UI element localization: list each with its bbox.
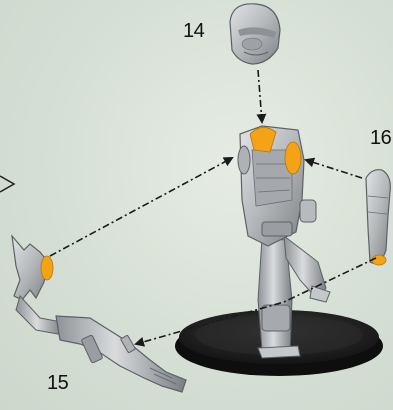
- arrow-head-to-neck: [258, 70, 262, 122]
- right-arm-part: [366, 170, 390, 265]
- armored-torso-part: [238, 126, 316, 246]
- part-number-14: 14: [183, 20, 204, 43]
- arm-glue-point-left: [41, 256, 53, 280]
- arrow-left-arm-to-shoulder: [50, 158, 232, 256]
- helmet-head-part: [230, 4, 280, 64]
- part-number-15: 15: [47, 372, 68, 395]
- arrow-arm-to-right-shoulder: [306, 160, 362, 178]
- assembly-arrows: [50, 70, 376, 344]
- left-arm-with-rifle-part: [12, 236, 186, 392]
- shoulder-glue-point-right: [285, 142, 301, 174]
- part-number-16: 16: [370, 127, 391, 150]
- arm-glue-point-right: [372, 255, 386, 265]
- offscreen-arrow-icon: [0, 176, 14, 192]
